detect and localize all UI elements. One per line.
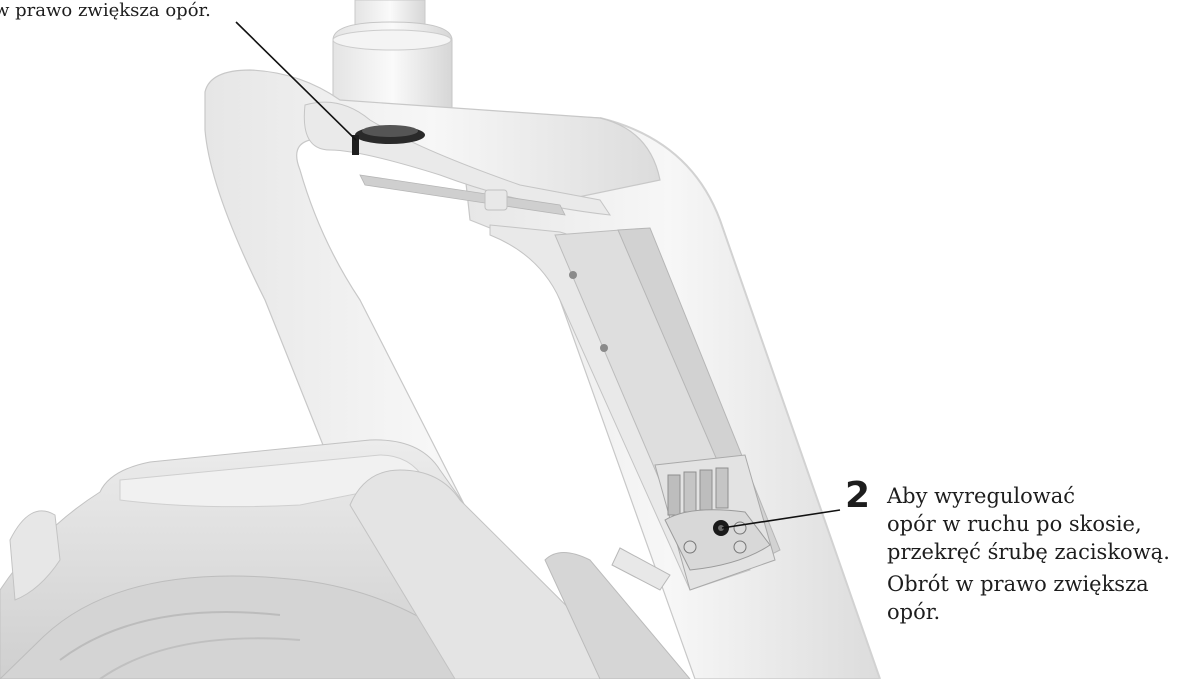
callout-2-text-block: Aby wyregulować opór w ruchu po skosie, … [887, 482, 1170, 626]
callout-2-line-2: opór w ruchu po skosie, [887, 512, 1142, 536]
callout-2-leader-line [721, 509, 841, 529]
lamp-yoke [349, 469, 691, 679]
callout-2-note-line-1: Obrót w prawo zwiększa [887, 572, 1149, 596]
callout-2-note-line-2: opór. [887, 600, 941, 624]
mounting-post [332, 0, 453, 109]
callout-2-line-3: przekręć śrubę zaciskową. [887, 540, 1170, 564]
callout-2-line-1: Aby wyregulować [887, 484, 1076, 508]
callout-1-text: w prawo zwiększa opór. [0, 0, 211, 21]
clamp-mechanism [654, 454, 776, 591]
callout-1-leader-line [235, 21, 357, 141]
callout-2-number: 2 [845, 475, 871, 516]
